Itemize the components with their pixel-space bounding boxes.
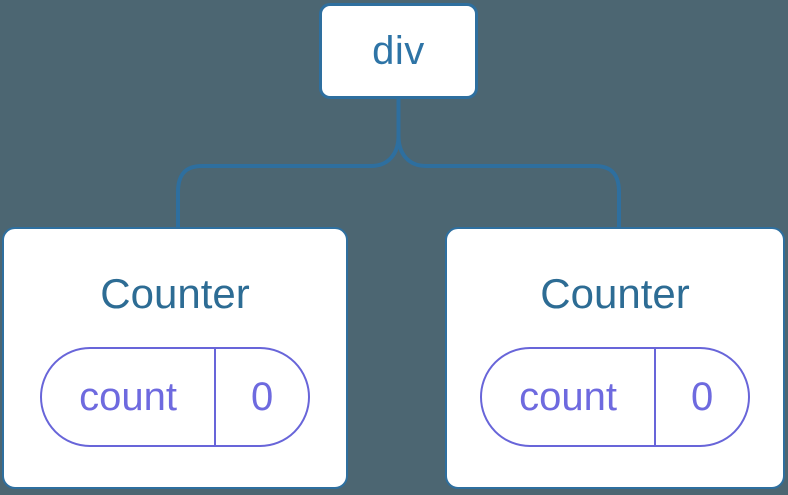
state-key: count: [482, 349, 657, 445]
state-pill: count 0: [40, 347, 310, 447]
component-title: Counter: [100, 270, 250, 317]
state-value: 0: [250, 374, 274, 419]
state-key: count: [42, 349, 217, 445]
connector-right-branch: [396, 97, 621, 229]
state-pill: count 0: [480, 347, 750, 447]
root-node-div: div: [319, 3, 478, 99]
component-title: Counter: [540, 270, 690, 317]
connector-left-branch: [176, 97, 401, 229]
component-card-counter-2: Counter count 0: [445, 227, 785, 489]
state-value: 0: [690, 374, 714, 419]
root-node-label: div: [372, 28, 425, 73]
component-card-counter-1: Counter count 0: [2, 227, 348, 489]
